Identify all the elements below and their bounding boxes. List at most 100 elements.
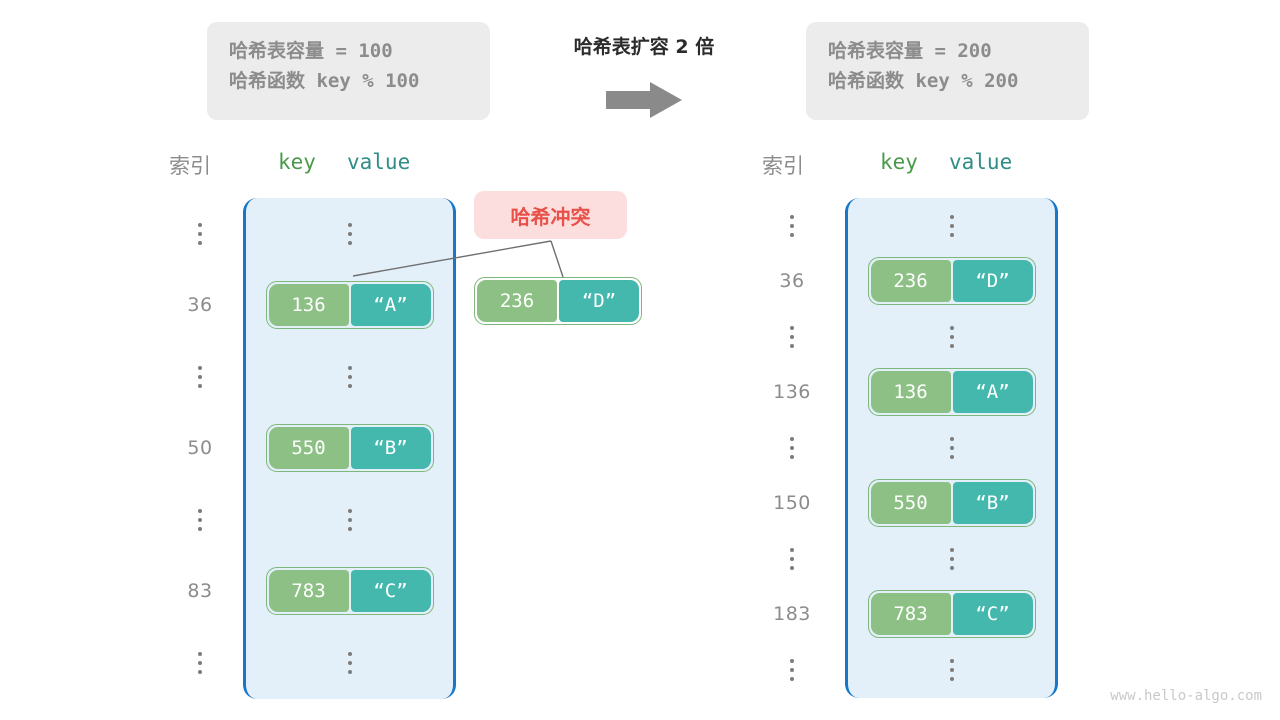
left-hash-function-line: 哈希函数 key % 100	[229, 70, 420, 92]
right-hash-function-line: 哈希函数 key % 200	[828, 70, 1019, 92]
right-index-cell	[760, 642, 824, 698]
right-entry-key: 236	[870, 260, 951, 303]
right-bucket-panel: 236“D” 136“A” 550“B” 783“C”	[845, 198, 1058, 698]
right-entry-pair: 136“A”	[867, 368, 1036, 417]
right-entry-key: 136	[870, 371, 951, 414]
right-entry-key: 550	[870, 482, 951, 525]
right-entry-value: “A”	[952, 371, 1033, 414]
left-bucket-row	[246, 341, 453, 413]
left-index-label: 36	[187, 294, 213, 317]
left-index-cell	[168, 627, 232, 699]
left-bucket-row: 550“B”	[246, 413, 453, 485]
left-entry-key: 136	[268, 284, 349, 327]
left-bucket-row	[246, 484, 453, 556]
left-capacity-line: 哈希表容量 = 100	[229, 40, 393, 62]
right-index-ellipsis	[790, 214, 794, 237]
right-index-ellipsis	[790, 547, 794, 570]
left-index-column-header: 索引	[169, 154, 211, 178]
right-index-cell: 150	[760, 476, 824, 532]
left-entry-pair: 136“A”	[265, 281, 434, 330]
left-bucket-ellipsis	[347, 222, 352, 245]
right-index-label: 150	[773, 492, 811, 515]
left-entry-pair: 783“C”	[265, 567, 434, 616]
right-entry-value: “D”	[952, 260, 1033, 303]
left-bucket-ellipsis	[347, 365, 352, 388]
left-value-column-header: value	[347, 150, 411, 174]
left-index-column: 36 50 83	[168, 198, 232, 699]
left-entry-value: “A”	[350, 284, 431, 327]
right-index-label: 136	[773, 381, 811, 404]
right-index-cell: 183	[760, 587, 824, 643]
right-key-column-header: key	[880, 150, 918, 174]
right-bucket-ellipsis	[949, 658, 954, 681]
left-bucket-ellipsis	[347, 651, 352, 674]
right-index-ellipsis	[790, 325, 794, 348]
right-bucket-ellipsis	[949, 325, 954, 348]
right-index-column: 36 136 150 183	[760, 198, 824, 698]
right-bucket-row	[848, 198, 1055, 254]
colliding-entry-value: “D”	[559, 280, 639, 322]
left-bucket-row	[246, 198, 453, 270]
left-entry-pair: 550“B”	[265, 424, 434, 473]
right-bucket-row	[848, 531, 1055, 587]
right-bucket-row: 136“A”	[848, 365, 1055, 421]
left-bucket-row: 783“C”	[246, 556, 453, 628]
right-index-cell	[760, 309, 824, 365]
left-entry-value: “C”	[350, 570, 431, 613]
left-entry-value: “B”	[350, 427, 431, 470]
left-index-cell	[168, 484, 232, 556]
left-index-cell	[168, 198, 232, 270]
left-index-ellipsis	[198, 508, 202, 531]
right-index-cell	[760, 531, 824, 587]
left-index-cell: 83	[168, 556, 232, 628]
left-index-label: 50	[187, 437, 213, 460]
right-bucket-row: 550“B”	[848, 476, 1055, 532]
right-index-cell	[760, 198, 824, 254]
left-index-cell: 50	[168, 413, 232, 485]
right-bucket-row	[848, 420, 1055, 476]
left-index-ellipsis	[198, 365, 202, 388]
right-index-cell	[760, 420, 824, 476]
hash-collision-badge: 哈希冲突	[474, 191, 627, 239]
watermark: www.hello-algo.com	[1110, 688, 1262, 704]
left-entry-key: 550	[268, 427, 349, 470]
right-index-label: 183	[773, 603, 811, 626]
right-bucket-row	[848, 642, 1055, 698]
left-index-cell: 36	[168, 270, 232, 342]
right-capacity-line: 哈希表容量 = 200	[828, 40, 992, 62]
transform-label: 哈希表扩容 2 倍	[573, 36, 715, 58]
left-entry-key: 783	[268, 570, 349, 613]
right-value-column-header: value	[949, 150, 1013, 174]
right-bucket-row	[848, 309, 1055, 365]
left-index-ellipsis	[198, 222, 202, 245]
right-arrow-icon	[604, 80, 684, 120]
right-entry-value: “B”	[952, 482, 1033, 525]
right-index-cell: 36	[760, 254, 824, 310]
left-index-ellipsis	[198, 651, 202, 674]
left-index-label: 83	[187, 580, 213, 603]
right-bucket-ellipsis	[949, 214, 954, 237]
right-index-column-header: 索引	[762, 154, 804, 178]
right-entry-key: 783	[870, 593, 951, 636]
right-entry-pair: 783“C”	[867, 590, 1036, 639]
colliding-entry-key: 236	[477, 280, 557, 322]
right-entry-value: “C”	[952, 593, 1033, 636]
left-index-cell	[168, 341, 232, 413]
right-index-cell: 136	[760, 365, 824, 421]
right-bucket-ellipsis	[949, 436, 954, 459]
right-entry-pair: 550“B”	[867, 479, 1036, 528]
right-hashtable-info-box: 哈希表容量 = 200 哈希函数 key % 200	[806, 22, 1089, 120]
left-key-column-header: key	[278, 150, 316, 174]
right-index-ellipsis	[790, 436, 794, 459]
left-hashtable-info-box: 哈希表容量 = 100 哈希函数 key % 100	[207, 22, 490, 120]
right-bucket-ellipsis	[949, 547, 954, 570]
right-index-ellipsis	[790, 658, 794, 681]
left-bucket-row	[246, 627, 453, 699]
right-index-label: 36	[779, 270, 805, 293]
right-entry-pair: 236“D”	[867, 257, 1036, 306]
left-bucket-panel: 136“A” 550“B” 783“C”	[243, 198, 456, 699]
colliding-entry-pair: 236 “D”	[474, 277, 642, 325]
right-bucket-row: 783“C”	[848, 587, 1055, 643]
left-bucket-ellipsis	[347, 508, 352, 531]
